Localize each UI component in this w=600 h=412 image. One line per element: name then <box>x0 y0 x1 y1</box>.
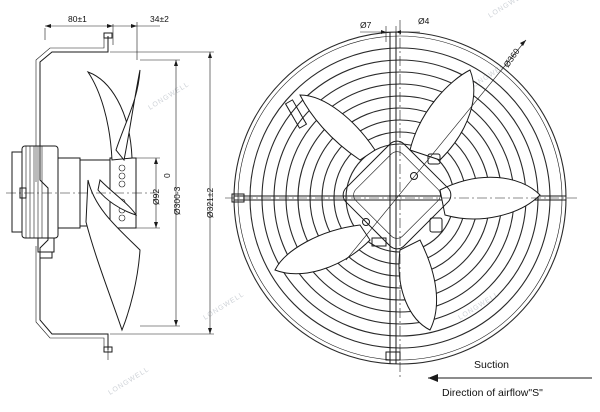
terminal-box <box>427 153 441 165</box>
front-blade-5 <box>299 94 376 161</box>
bolt-circle-label: Ø360 <box>501 46 521 69</box>
housing-diameter-label: Ø321±2 <box>205 188 215 218</box>
front-blade-1 <box>409 69 475 161</box>
front-view: Ø7 Ø4 Ø360 <box>225 16 580 380</box>
side-blade-mid <box>97 178 138 216</box>
motor-diameter-label: Ø92 <box>151 189 161 205</box>
watermark-text: LONGWELL <box>147 81 190 112</box>
bolt-circle-leader <box>345 39 527 261</box>
bottom-mount-foot <box>385 351 401 361</box>
guard-side-inner <box>35 36 105 350</box>
hole-diameter-b-label: Ø4 <box>418 16 430 26</box>
watermark-text: LONGWELL <box>487 0 530 20</box>
guard-clip <box>371 237 387 247</box>
airflow-legend: Suction Direction of airflow"S" <box>428 359 592 399</box>
motor-square-housing <box>342 140 452 250</box>
blade-tolerance-label: 0 <box>162 173 172 178</box>
airflow-arrow-head <box>428 374 438 382</box>
depth-total-label: 80±1 <box>68 14 87 24</box>
watermark-text: LONGWELL <box>107 366 150 397</box>
side-blade-top-rear <box>115 69 141 162</box>
hole-diameter-a-label: Ø7 <box>360 20 372 30</box>
guard-clip <box>284 99 308 129</box>
front-blade-3 <box>398 239 438 331</box>
front-blade-4 <box>274 224 371 275</box>
guard-side-profile <box>39 36 109 350</box>
blade-diameter-label: Ø300-3 <box>172 186 182 215</box>
side-view: 80±1 34±2 <box>6 14 215 360</box>
mount-hole <box>362 218 370 226</box>
watermark-text: LONGWELL <box>202 291 245 322</box>
mount-hole <box>410 172 418 180</box>
top-bracket-tab <box>103 32 113 39</box>
cable-entry <box>429 217 443 233</box>
suction-label: Suction <box>474 359 509 371</box>
side-blade-bottom <box>85 179 141 332</box>
depth-blade-label: 34±2 <box>150 14 169 24</box>
airflow-direction-label: Direction of airflow"S" <box>442 387 543 399</box>
